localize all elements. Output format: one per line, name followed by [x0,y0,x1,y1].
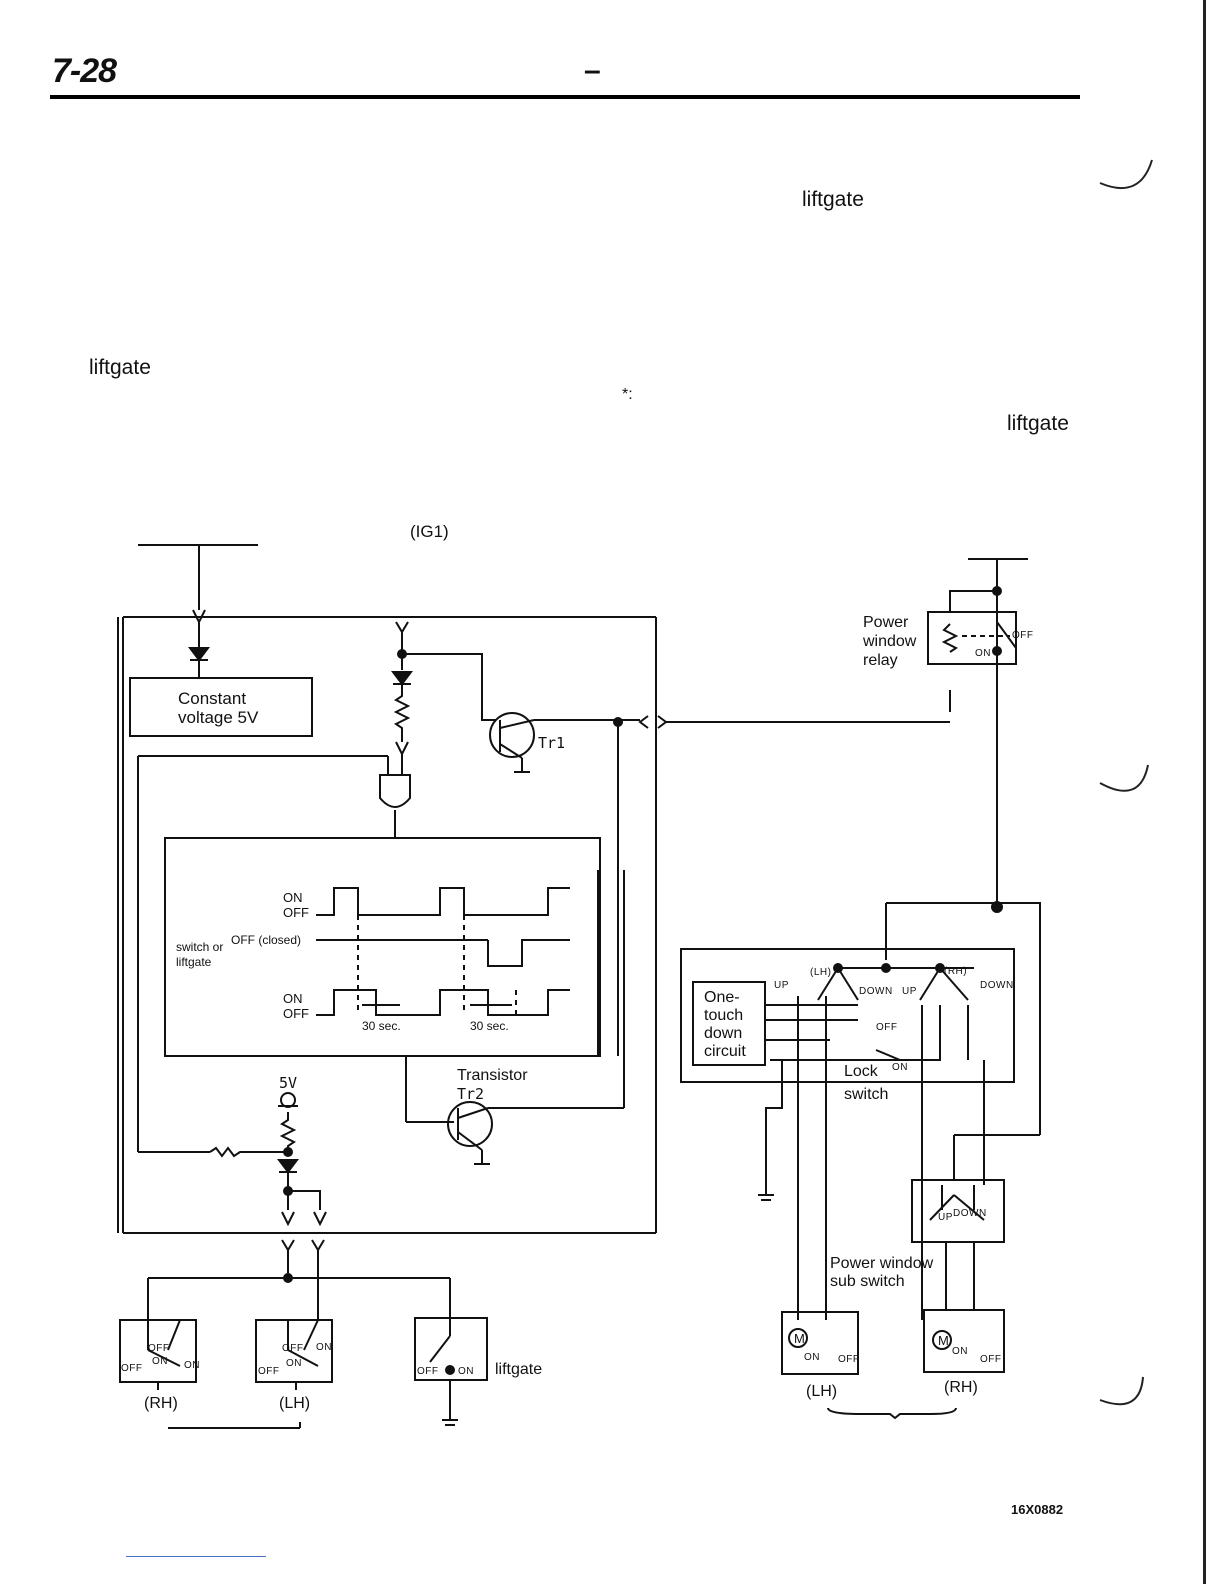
motor-lh-symbol: M [794,1331,805,1346]
main-up-1: UP [774,980,789,991]
margin-curl-1 [1099,159,1153,189]
one-touch-line2: touch [704,1007,744,1024]
motor-lh-on: ON [804,1352,820,1363]
door-lh-label: (LH) [279,1395,311,1412]
door-rh-off: OFF [121,1363,143,1374]
footer-underline [126,1556,266,1557]
timing-row3-on: ON [283,991,303,1006]
main-switch-lh: (LH) [810,967,832,978]
motor-lh-off: OFF [838,1354,860,1365]
door-rh-label: (RH) [144,1395,178,1412]
timing-interval-1: 30 sec. [362,1019,401,1033]
transistor-label: Transistor [457,1067,528,1084]
door-lh-on: ON [286,1358,302,1369]
door-rh-off-top: OFF [148,1343,170,1354]
relay-on-label: ON [975,648,991,659]
sub-down-label: DOWN [953,1208,987,1219]
timing-row1-on: ON [283,890,303,905]
timing-row3-off: OFF [283,1006,309,1021]
timing-row2-state: OFF (closed) [231,933,302,947]
sub-switch-line1: Power window [830,1255,934,1272]
motor-rh-on: ON [952,1346,968,1357]
main-switch-rh: (RH) [944,966,968,977]
transistor-tr2-label: Tr2 [457,1085,485,1103]
main-down-1: DOWN [859,986,893,997]
main-down-2: DOWN [980,980,1014,991]
sub-up-label: UP [938,1212,953,1223]
lock-switch-line2: switch [844,1086,889,1103]
one-touch-line1: One- [704,989,740,1006]
timing-row2-label: switch or [176,940,224,954]
liftgate-switch-label: liftgate [495,1361,543,1378]
body-liftgate-right: liftgate [1007,412,1069,435]
one-touch-line4: circuit [704,1043,746,1060]
relay-off-label: OFF [1012,630,1034,641]
main-off-label: OFF [876,1022,898,1033]
timing-row2-label-2: liftgate [176,955,212,969]
reference-code: 16X0882 [1011,1502,1064,1517]
ig1-label: (IG1) [410,522,449,541]
door-lh-on-right: ON [316,1342,332,1353]
door-lh-off-top: OFF [282,1343,304,1354]
motor-lh-label: (LH) [806,1383,838,1400]
main-on-label: ON [892,1062,908,1073]
relay-label-line3: relay [863,652,898,669]
title-dash: – [584,54,601,87]
motor-rh-label: (RH) [944,1379,978,1396]
constant-voltage-line1: Constant [178,689,247,708]
motor-rh-symbol: M [938,1333,949,1348]
page-number: 7-28 [52,52,117,90]
footnote-marker: *: [622,386,633,403]
margin-curl-3 [1099,1376,1144,1406]
main-up-2: UP [902,986,917,997]
motor-rh-off: OFF [980,1354,1002,1365]
relay-label-line1: Power [863,614,909,631]
door-rh-on-right: ON [184,1360,200,1371]
margin-curl-2 [1099,764,1149,792]
sub-switch-line2: sub switch [830,1273,905,1290]
timing-row1-off: OFF [283,905,309,920]
lock-switch-line1: Lock [844,1063,878,1080]
transistor-tr1-label: Tr1 [538,734,566,752]
timing-interval-2: 30 sec. [470,1019,509,1033]
liftgate-switch-on: ON [458,1366,474,1377]
door-rh-on: ON [152,1356,168,1367]
voltage-5v-label: 5V [279,1074,298,1092]
liftgate-switch-off: OFF [417,1366,439,1377]
relay-label-line2: window [863,633,917,650]
body-liftgate-left: liftgate [89,356,151,379]
one-touch-line3: down [704,1025,743,1042]
constant-voltage-line2: voltage 5V [178,708,259,727]
body-liftgate-top: liftgate [802,188,864,211]
door-lh-off: OFF [258,1366,280,1377]
page-edge-line [1203,0,1206,1584]
header-rule [50,95,1080,99]
